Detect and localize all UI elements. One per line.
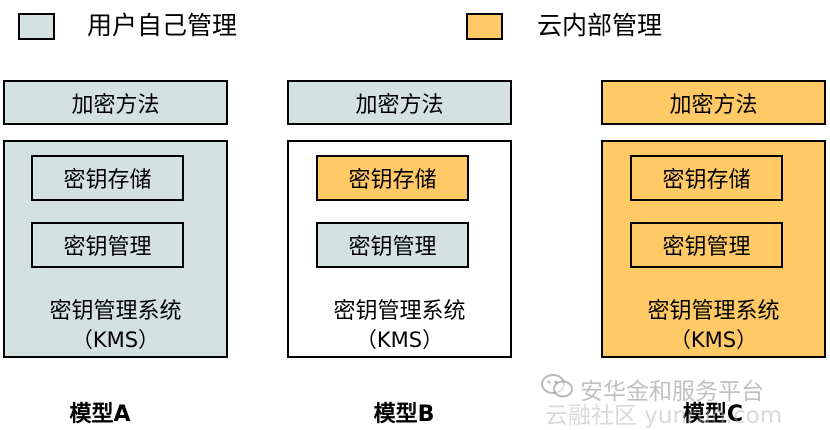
watermark-line1: 安华金和服务平台	[580, 379, 764, 405]
model-c-kms-name: 密钥管理系统	[647, 299, 780, 324]
legend-swatch-cloud	[466, 13, 503, 40]
model-b-kms-name: 密钥管理系统	[333, 299, 466, 324]
model-b-kms-abbr: （KMS）	[355, 328, 444, 352]
model-a-key-storage-box: 密钥存储	[31, 155, 184, 201]
model-b-key-management-box: 密钥管理	[316, 222, 469, 268]
model-c-label: 模型C	[682, 402, 744, 427]
model-a-encryption-box: 加密方法	[3, 80, 228, 125]
model-a-label: 模型A	[69, 402, 131, 427]
legend-label-user: 用户自己管理	[87, 11, 238, 40]
watermark-line2: 云融社区 yunrun.com	[545, 403, 783, 429]
model-a-key-management-box: 密钥管理	[31, 222, 184, 268]
wechat-icon	[540, 372, 574, 400]
legend-label-cloud: 云内部管理	[537, 11, 663, 40]
model-a-kms-name: 密钥管理系统	[49, 299, 182, 324]
model-c-encryption-box: 加密方法	[601, 80, 826, 125]
model-b-label: 模型B	[373, 402, 435, 427]
model-b-encryption-box: 加密方法	[287, 80, 512, 125]
legend-swatch-user	[18, 13, 55, 40]
model-c-key-management-box: 密钥管理	[630, 222, 783, 268]
model-c-kms-abbr: （KMS）	[669, 328, 758, 352]
model-a-kms-abbr: （KMS）	[71, 328, 160, 352]
model-b-key-storage-box: 密钥存储	[316, 155, 469, 201]
model-c-key-storage-box: 密钥存储	[630, 155, 783, 201]
